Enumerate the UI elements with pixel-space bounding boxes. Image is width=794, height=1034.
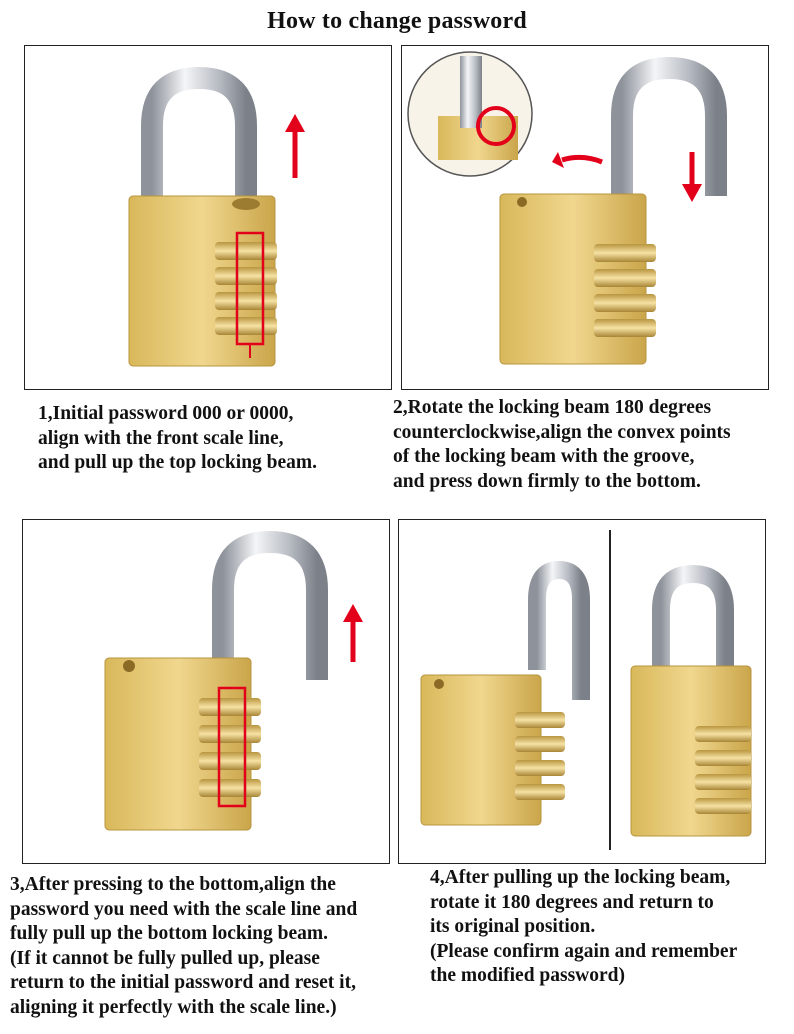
step-4-image (398, 519, 766, 864)
step-2-image (401, 45, 769, 390)
arrow-up-icon (285, 114, 305, 178)
arrow-up-icon (343, 604, 363, 662)
arrow-down-icon (682, 152, 702, 202)
padlock-icon (630, 564, 752, 837)
padlock-icon (420, 560, 590, 826)
step-1-image (24, 45, 392, 390)
step-3-caption: 3,After pressing to the bottom,align the… (10, 874, 358, 1018)
magnifier-inset-icon (407, 51, 533, 177)
step-3-image (22, 519, 390, 864)
step-1-caption: 1,Initial password 000 or 0000, align wi… (38, 403, 318, 473)
step-2-caption: 2,Rotate the locking beam 180 degrees co… (393, 397, 731, 492)
page-title: How to change password (267, 8, 527, 34)
step-4-caption: 4,After pulling up the locking beam, rot… (430, 867, 738, 986)
padlock-icon (128, 66, 277, 367)
padlock-icon (104, 530, 328, 831)
rotate-arrow-icon (552, 152, 603, 168)
padlock-icon (499, 56, 727, 365)
